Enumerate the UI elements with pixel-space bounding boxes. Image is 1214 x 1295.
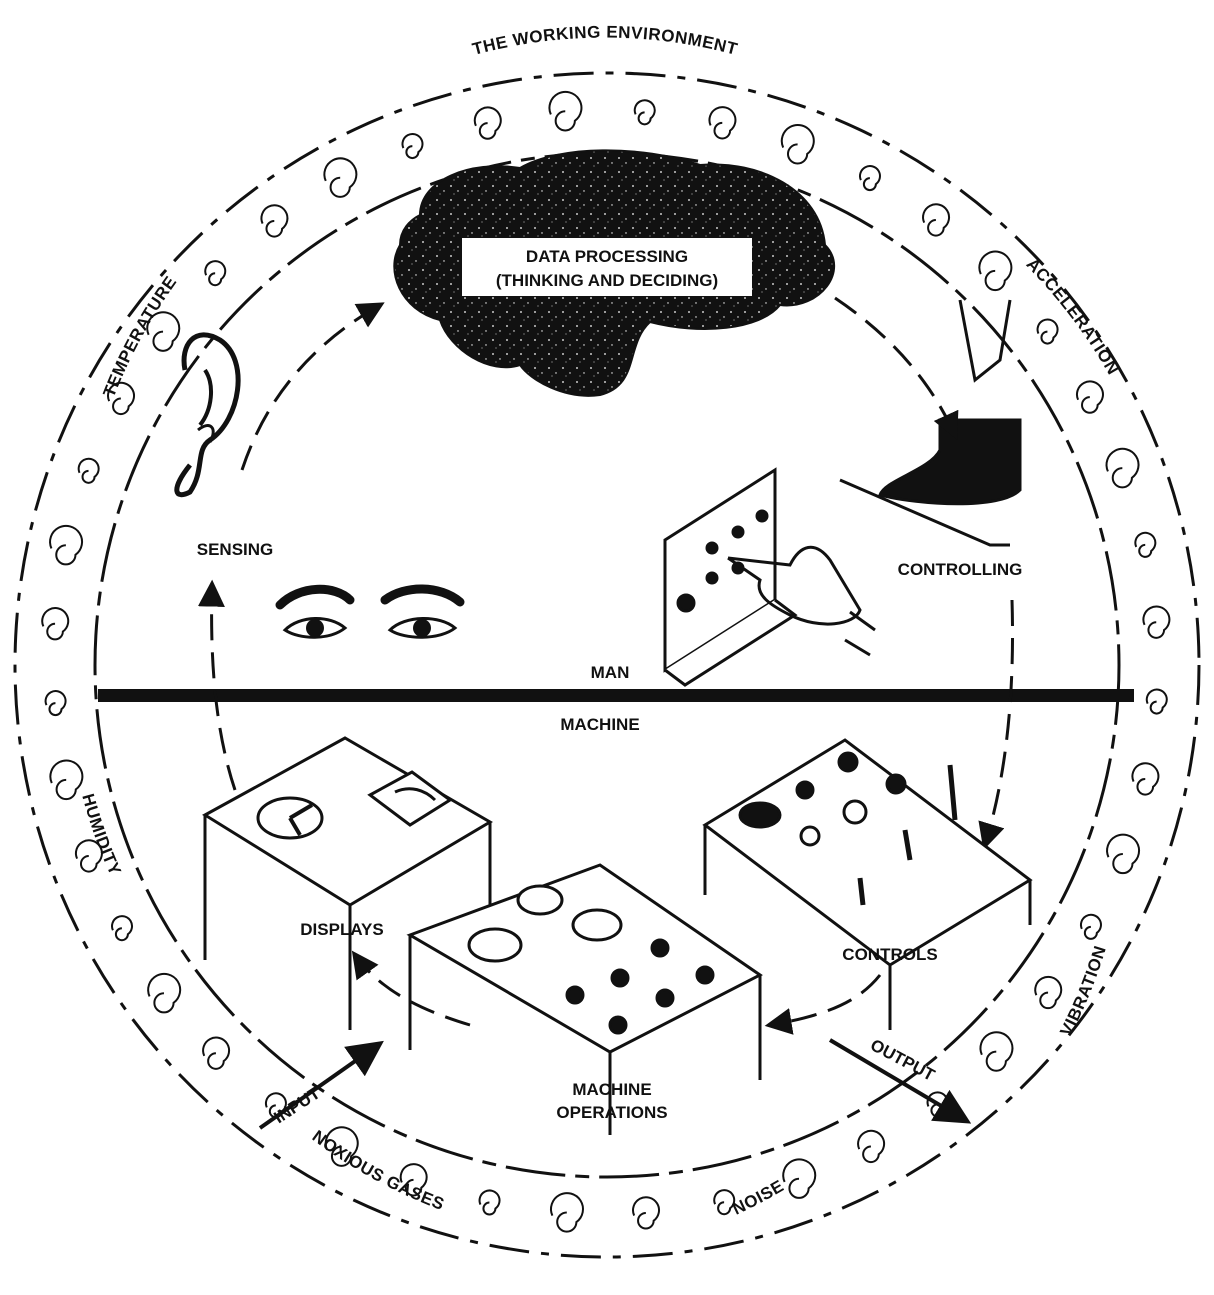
- swirl-mark: [980, 1032, 1012, 1071]
- swirl-mark: [480, 1190, 500, 1214]
- swirl-mark: [148, 974, 180, 1013]
- swirl-mark: [860, 166, 880, 190]
- swirl-mark: [1081, 915, 1101, 939]
- factor-noise: NOISE: [730, 1176, 788, 1218]
- swirl-mark: [46, 691, 66, 715]
- swirl-mark: [709, 107, 735, 138]
- swirl-mark: [402, 134, 422, 158]
- swirl-mark: [1135, 533, 1155, 557]
- display-console-icon: [205, 738, 490, 1030]
- swirl-mark: [1038, 319, 1058, 343]
- machine-label: MACHINE: [560, 715, 639, 734]
- controlling-label: CONTROLLING: [898, 560, 1023, 579]
- swirl-mark: [551, 1193, 583, 1232]
- swirl-mark: [782, 125, 814, 164]
- swirl-mark: [475, 107, 501, 138]
- swirl-mark: [112, 916, 132, 940]
- input-label: INPUT: [270, 1083, 324, 1127]
- man-machine-divider: [98, 689, 1134, 702]
- swirl-mark: [50, 526, 82, 565]
- swirl-mark: [635, 100, 655, 124]
- swirl-mark: [205, 261, 225, 285]
- factor-noxious-gases: NOXIOUS GASES: [309, 1127, 447, 1214]
- swirl-mark: [1035, 977, 1061, 1008]
- swirl-mark: [1147, 690, 1167, 714]
- swirl-mark: [783, 1159, 815, 1198]
- swirl-mark: [1132, 763, 1158, 794]
- push-button-panel-icon: [665, 470, 795, 685]
- swirl-mark: [1107, 449, 1139, 488]
- swirl-mark: [923, 204, 949, 235]
- displays-label: DISPLAYS: [300, 920, 383, 939]
- foot-pedal-icon: [840, 300, 1020, 545]
- machine-operations-label-1: MACHINE: [572, 1080, 651, 1099]
- swirl-mark: [50, 761, 82, 800]
- data-processing-label: DATA PROCESSING: [526, 247, 688, 266]
- swirl-mark: [324, 158, 356, 197]
- machine-operations-label-2: OPERATIONS: [556, 1103, 667, 1122]
- swirl-mark: [261, 205, 287, 236]
- ear-icon: [177, 335, 238, 495]
- controls-label: CONTROLS: [842, 945, 937, 964]
- swirl-mark: [633, 1197, 659, 1228]
- sensing-label: SENSING: [197, 540, 274, 559]
- environment-title: THE WORKING ENVIRONMENT: [470, 23, 739, 59]
- swirl-mark: [1077, 381, 1103, 412]
- swirl-mark: [549, 92, 581, 131]
- swirl-mark: [42, 608, 68, 639]
- thinking-deciding-label: (THINKING AND DECIDING): [496, 271, 718, 290]
- eyes-icon: [280, 589, 460, 637]
- swirl-mark: [1107, 835, 1139, 874]
- factor-humidity: HUMIDITY: [78, 792, 125, 879]
- man-label: MAN: [591, 663, 630, 682]
- factor-acceleration: ACCELERATION: [1023, 254, 1123, 378]
- swirl-mark: [858, 1131, 884, 1162]
- factor-temperature: TEMPERATURE: [99, 272, 180, 399]
- swirl-mark: [203, 1038, 229, 1069]
- swirl-mark: [79, 459, 99, 483]
- swirl-mark: [979, 252, 1011, 291]
- swirl-mark: [1143, 607, 1169, 638]
- output-label: OUTPUT: [867, 1035, 938, 1085]
